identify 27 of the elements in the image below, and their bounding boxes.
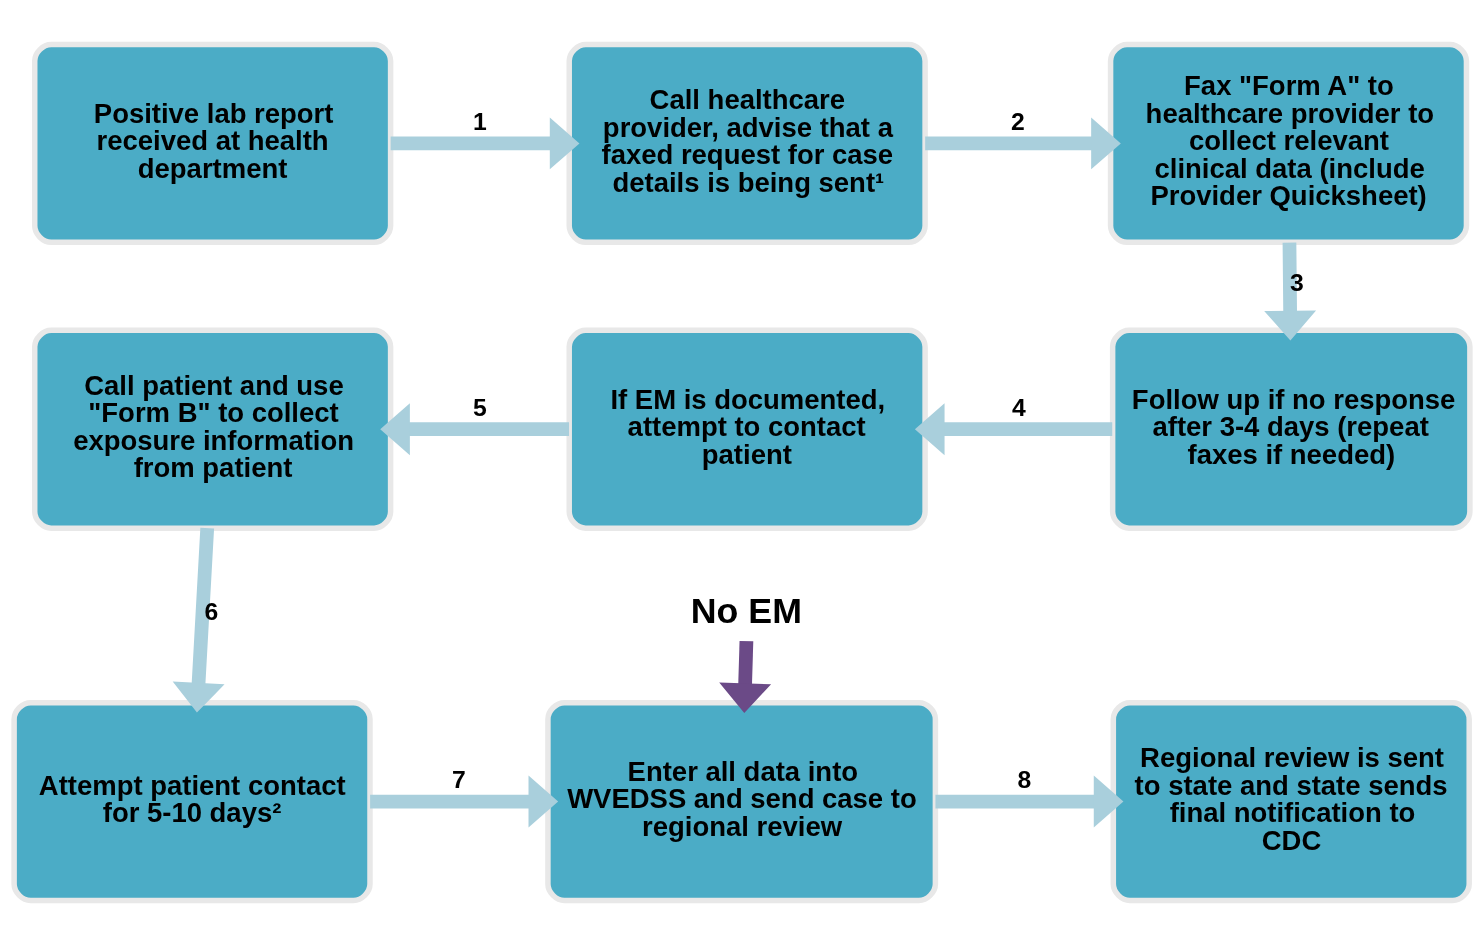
- arrow: [925, 117, 1121, 170]
- edge-label: 3: [1289, 268, 1304, 296]
- arrow: [719, 640, 772, 714]
- arrow: [380, 403, 570, 456]
- arrow: [390, 117, 580, 170]
- edge-label: 7: [452, 766, 466, 794]
- edge-label: 6: [204, 598, 219, 626]
- arrow: [914, 403, 1113, 456]
- edge-label: 1: [473, 108, 487, 136]
- node-box: If EM is documented, attempt to contact patient: [566, 327, 928, 531]
- edge-label: 5: [473, 394, 487, 422]
- arrow: [1264, 242, 1317, 341]
- node-box: Call patient and use "Form B" to collect exposure information from patient: [31, 327, 394, 531]
- edge-label: 8: [1017, 766, 1032, 794]
- node-box: Attempt patient contact for 5-10 days²: [11, 699, 373, 904]
- node-box: Call healthcare provider, advise that a faxed request for case details is being sent¹: [566, 41, 928, 246]
- arrow: [370, 775, 559, 828]
- node-text: No EM: [690, 590, 802, 631]
- arrow: [172, 527, 225, 713]
- arrow: [935, 775, 1124, 828]
- node-box: Positive lab report received at health department: [31, 41, 394, 246]
- edge-label: 2: [1010, 108, 1025, 136]
- node-box: Fax "Form A" to healthcare provider to collect relevant clinical data (include Provider Quicksheet): [1107, 41, 1470, 246]
- node-box: Follow up if no response after 3-4 days (repeat faxes if needed): [1109, 327, 1473, 531]
- node-box: Regional review is sent to state and state sends final notification to CDC: [1110, 699, 1472, 904]
- node-box: Enter all data into WVEDSS and send case to regional review: [545, 699, 939, 904]
- edge-label: 4: [1011, 394, 1026, 422]
